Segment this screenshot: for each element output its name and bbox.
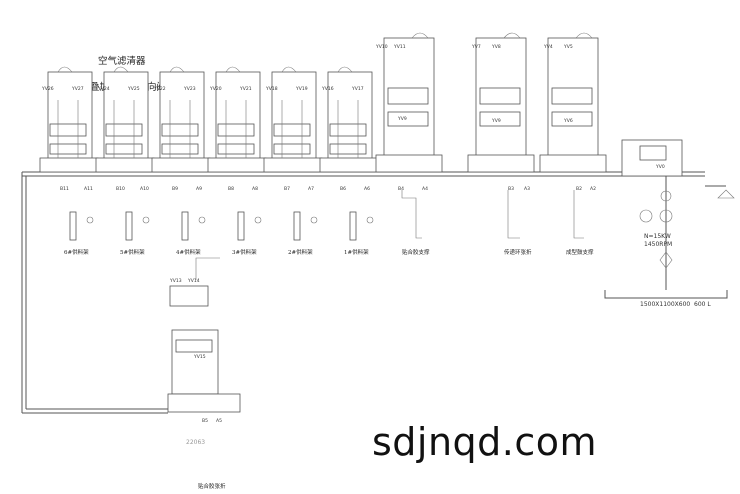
pump-power: N=15KW [644, 233, 671, 240]
svg-text:A11: A11 [84, 186, 93, 192]
station-label: 5#供料架 [120, 248, 145, 256]
svg-text:B6: B6 [340, 186, 346, 192]
svg-text:A8: A8 [252, 186, 258, 192]
tall-station-3: YV4 YV5 YV6 B2 A2 成型鼓支撑 [539, 32, 607, 256]
station-label: 4#供料架 [176, 248, 201, 256]
title-air-filter: 空气滤清器 [98, 55, 146, 67]
svg-text:YV5: YV5 [563, 44, 573, 50]
svg-text:A6: A6 [364, 186, 370, 192]
svg-text:YV4: YV4 [543, 44, 553, 50]
svg-text:B10: B10 [116, 186, 125, 192]
svg-text:YV24: YV24 [97, 86, 110, 92]
pump-speed: 1450RPM [644, 241, 672, 248]
station-5: YV24 YV25 B10 A10 5#供料架 [95, 66, 155, 256]
svg-text:B2: B2 [576, 186, 582, 192]
svg-text:A7: A7 [308, 186, 314, 192]
tall-station-1: YV10 YV11 YV9 B4 A4 贴合胶支撑 [375, 32, 443, 256]
svg-text:B8: B8 [228, 186, 234, 192]
station-label: 贴合胶张折 [198, 482, 226, 490]
svg-text:A3: A3 [524, 186, 530, 192]
station-label: 6#供料架 [64, 248, 89, 256]
station-label: 3#供料架 [232, 248, 257, 256]
drawing-code: 22063 [186, 439, 205, 446]
station-1: YV16 YV17 B6 A6 1#供料架 [319, 66, 379, 256]
tall-station-2: YV7 YV8 YV9 B3 A3 传递环张折 [467, 32, 535, 256]
svg-text:YV25: YV25 [127, 86, 140, 92]
station-3: YV20 YV21 B8 A8 3#供料架 [207, 66, 267, 256]
svg-text:YV23: YV23 [183, 86, 196, 92]
station-label: 传递环张折 [504, 248, 532, 256]
svg-text:B9: B9 [172, 186, 178, 192]
svg-text:YV10: YV10 [375, 44, 388, 50]
pump-unit: YV0 N=15KW 1450RPM [621, 139, 735, 290]
svg-text:B3: B3 [508, 186, 514, 192]
svg-text:B7: B7 [284, 186, 290, 192]
svg-text:YV7: YV7 [471, 44, 481, 50]
station-6: YV26 YV27 B11 A11 6#供料架 [39, 66, 99, 256]
lower-station: YV13 YV14 YV15 B5 A5 22063 贴合胶张折 [167, 257, 241, 490]
svg-text:YV22: YV22 [153, 86, 166, 92]
svg-text:B11: B11 [60, 186, 69, 192]
svg-text:B5: B5 [202, 418, 208, 424]
svg-text:YV9: YV9 [397, 116, 407, 122]
tank-size: 1500X1100X600 [640, 301, 690, 308]
svg-text:YV21: YV21 [239, 86, 252, 92]
svg-text:YV6: YV6 [563, 118, 573, 124]
station-label: 1#供料架 [344, 248, 369, 256]
svg-text:YV16: YV16 [321, 86, 334, 92]
svg-text:YV13: YV13 [169, 278, 182, 284]
station-label: 2#供料架 [288, 248, 313, 256]
svg-text:A5: A5 [216, 418, 222, 424]
svg-text:YV0: YV0 [655, 164, 665, 170]
station-2: YV18 YV19 B7 A7 2#供料架 [263, 66, 323, 256]
svg-text:YV26: YV26 [41, 86, 54, 92]
station-4: YV22 YV23 B9 A9 4#供料架 [151, 66, 211, 256]
station-label: 成型鼓支撑 [566, 248, 594, 256]
svg-text:YV9: YV9 [491, 118, 501, 124]
oil-tank: 1500X1100X600 600 L [604, 290, 728, 308]
svg-text:B4: B4 [398, 186, 404, 192]
svg-text:YV14: YV14 [187, 278, 200, 284]
svg-text:YV8: YV8 [491, 44, 501, 50]
svg-text:A10: A10 [140, 186, 149, 192]
svg-text:YV20: YV20 [209, 86, 222, 92]
svg-text:YV27: YV27 [71, 86, 84, 92]
svg-text:YV19: YV19 [295, 86, 308, 92]
svg-text:A2: A2 [590, 186, 596, 192]
site-watermark: sdjnqd.com [372, 420, 598, 464]
svg-text:A4: A4 [422, 186, 428, 192]
svg-text:YV18: YV18 [265, 86, 278, 92]
svg-text:YV17: YV17 [351, 86, 364, 92]
tank-volume: 600 L [694, 301, 711, 308]
svg-text:A9: A9 [196, 186, 202, 192]
svg-text:YV15: YV15 [193, 354, 206, 360]
svg-text:YV11: YV11 [393, 44, 406, 50]
station-label: 贴合胶支撑 [402, 248, 430, 256]
